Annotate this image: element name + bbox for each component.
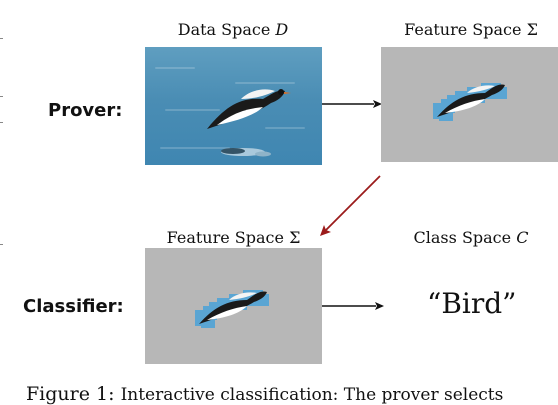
feature-space-bottom-title-var: Σ	[289, 228, 301, 247]
feature-space-top-title: Feature Space Σ	[384, 20, 558, 39]
feature-space-top-title-var: Σ	[526, 20, 538, 39]
data-space-title: Data Space D	[148, 20, 318, 39]
feature-highlight-top-icon	[433, 83, 507, 121]
feature-space-bottom-title-text: Feature Space	[166, 228, 284, 247]
bird-photo-icon	[207, 89, 291, 157]
feature-space-top-image	[381, 47, 558, 162]
class-space-title-text: Class Space	[413, 228, 512, 247]
data-space-title-var: D	[275, 20, 289, 39]
figure-caption-text: Interactive classification: The prover s…	[120, 385, 504, 405]
class-space-title-var: C	[516, 228, 529, 247]
feature-space-bottom-image	[145, 248, 322, 364]
feature-transfer-arrow	[320, 175, 381, 236]
feature-space-bottom-title: Feature Space Σ	[145, 228, 322, 247]
feature-highlight-bottom-icon	[195, 290, 269, 328]
prover-label: Prover:	[48, 100, 123, 121]
prover-to-feature-arrow	[322, 100, 382, 108]
figure-caption: Figure 1: Interactive classification: Th…	[26, 383, 503, 405]
figure-caption-label: Figure 1:	[26, 383, 115, 405]
class-space-title: Class Space C	[388, 228, 554, 247]
classifier-to-class-arrow	[322, 302, 384, 310]
data-space-title-text: Data Space	[177, 20, 271, 39]
data-space-image	[145, 47, 322, 165]
feature-space-top-title-text: Feature Space	[404, 20, 522, 39]
classifier-label: Classifier:	[23, 296, 124, 317]
class-output-label: “Bird”	[427, 287, 517, 320]
